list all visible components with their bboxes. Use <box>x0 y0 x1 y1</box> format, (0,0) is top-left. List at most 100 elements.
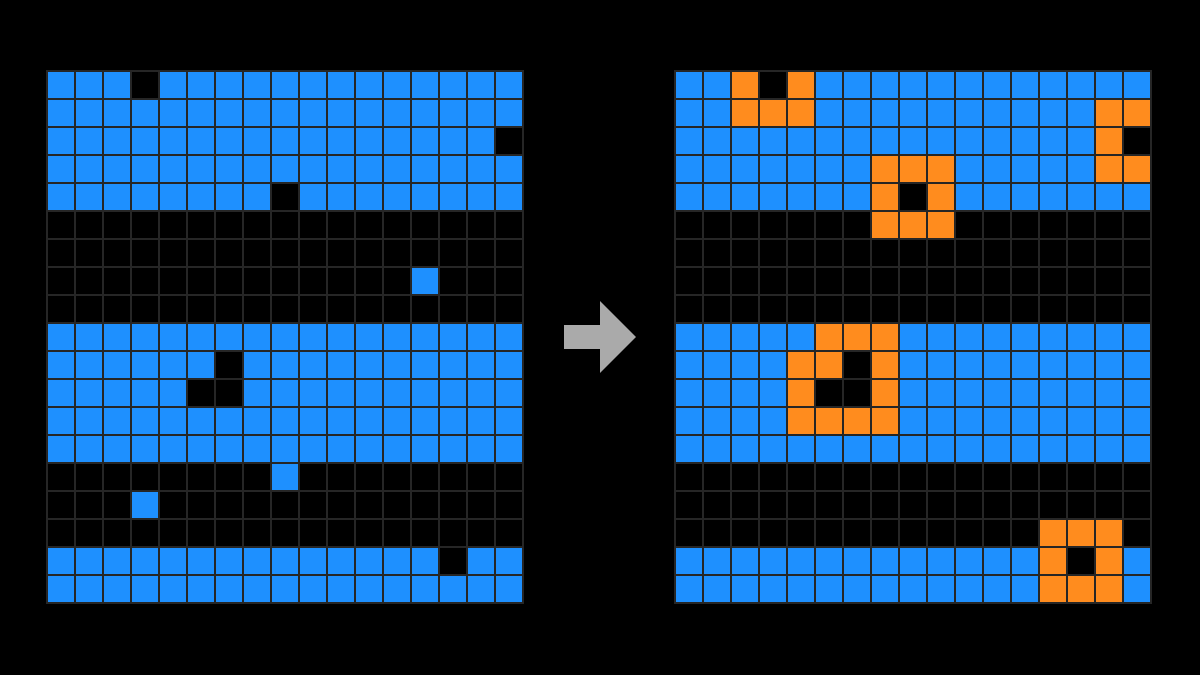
grid-cell-black <box>496 296 522 322</box>
grid-cell-blue <box>956 408 982 434</box>
grid-cell-black <box>272 520 298 546</box>
grid-cell-orange <box>1040 576 1066 602</box>
grid-cell-blue <box>984 128 1010 154</box>
grid-cell-blue <box>104 576 130 602</box>
grid-cell-blue <box>188 436 214 462</box>
grid-cell-blue <box>844 156 870 182</box>
grid-cell-blue <box>900 436 926 462</box>
grid-cell-blue <box>328 548 354 574</box>
grid-cell-black <box>244 520 270 546</box>
grid-cell-black <box>704 296 730 322</box>
grid-cell-black <box>704 520 730 546</box>
grid-cell-blue <box>956 100 982 126</box>
grid-cell-black <box>48 520 74 546</box>
grid-cell-black <box>984 464 1010 490</box>
grid-cell-black <box>48 464 74 490</box>
grid-cell-blue <box>160 380 186 406</box>
grid-cell-black <box>104 296 130 322</box>
grid-cell-black <box>412 520 438 546</box>
grid-cell-blue <box>1040 72 1066 98</box>
grid-cell-blue <box>1040 436 1066 462</box>
grid-cell-black <box>272 492 298 518</box>
grid-cell-blue <box>468 548 494 574</box>
grid-cell-blue <box>1124 380 1150 406</box>
grid-cell-black <box>872 268 898 294</box>
grid-cell-blue <box>356 548 382 574</box>
grid-cell-blue <box>76 324 102 350</box>
grid-cell-black <box>216 268 242 294</box>
grid-cell-blue <box>356 352 382 378</box>
grid-cell-black <box>956 296 982 322</box>
grid-cell-blue <box>468 408 494 434</box>
grid-cell-orange <box>1068 520 1094 546</box>
grid-cell-black <box>496 240 522 266</box>
grid-cell-black <box>1096 492 1122 518</box>
grid-cell-blue <box>244 408 270 434</box>
grid-cell-blue <box>412 184 438 210</box>
grid-cell-blue <box>496 436 522 462</box>
grid-cell-black <box>356 296 382 322</box>
grid-cell-blue <box>496 352 522 378</box>
grid-cell-blue <box>676 548 702 574</box>
grid-cell-black <box>1012 464 1038 490</box>
grid-cell-blue <box>984 100 1010 126</box>
grid-cell-blue <box>48 380 74 406</box>
grid-cell-black <box>704 492 730 518</box>
grid-cell-blue <box>244 156 270 182</box>
grid-cell-orange <box>1096 520 1122 546</box>
grid-cell-orange <box>788 380 814 406</box>
grid-cell-blue <box>704 156 730 182</box>
grid-cell-black <box>356 240 382 266</box>
right-arrow-icon <box>564 301 636 373</box>
grid-cell-black <box>1124 464 1150 490</box>
grid-cell-orange <box>816 324 842 350</box>
grid-cell-blue <box>928 548 954 574</box>
grid-cell-blue <box>872 72 898 98</box>
grid-cell-black <box>1124 520 1150 546</box>
grid-cell-blue <box>872 100 898 126</box>
grid-cell-black <box>1124 240 1150 266</box>
grid-cell-blue <box>732 548 758 574</box>
grid-cell-blue <box>188 352 214 378</box>
grid-cell-black <box>1012 520 1038 546</box>
grid-cell-blue <box>244 72 270 98</box>
grid-cell-black <box>328 240 354 266</box>
grid-cell-blue <box>676 72 702 98</box>
grid-cell-blue <box>676 408 702 434</box>
grid-cell-black <box>788 212 814 238</box>
grid-cell-blue <box>300 576 326 602</box>
grid-cell-black <box>104 520 130 546</box>
grid-cell-blue <box>272 380 298 406</box>
grid-cell-blue <box>1124 184 1150 210</box>
grid-cell-blue <box>244 184 270 210</box>
grid-cell-blue <box>356 72 382 98</box>
grid-cell-blue <box>160 324 186 350</box>
grid-cell-blue <box>760 380 786 406</box>
grid-cell-blue <box>1040 100 1066 126</box>
grid-cell-black <box>928 464 954 490</box>
grid-cell-black <box>468 464 494 490</box>
grid-cell-black <box>1012 212 1038 238</box>
grid-cell-black <box>132 212 158 238</box>
grid-cell-blue <box>76 100 102 126</box>
grid-cell-blue <box>440 72 466 98</box>
grid-cell-orange <box>1124 100 1150 126</box>
grid-cell-orange <box>788 408 814 434</box>
grid-cell-black <box>160 296 186 322</box>
grid-cell-black <box>300 296 326 322</box>
grid-cell-blue <box>356 156 382 182</box>
grid-cell-blue <box>1124 548 1150 574</box>
grid-cell-black <box>760 464 786 490</box>
grid-cell-blue <box>272 156 298 182</box>
grid-cell-blue <box>928 128 954 154</box>
grid-cell-black <box>1124 296 1150 322</box>
grid-cell-blue <box>188 128 214 154</box>
grid-cell-blue <box>984 576 1010 602</box>
grid-cell-blue <box>440 352 466 378</box>
grid-cell-black <box>816 268 842 294</box>
grid-cell-blue <box>1012 548 1038 574</box>
grid-cell-blue <box>760 576 786 602</box>
grid-cell-blue <box>816 100 842 126</box>
grid-cell-blue <box>1040 156 1066 182</box>
grid-cell-blue <box>216 128 242 154</box>
